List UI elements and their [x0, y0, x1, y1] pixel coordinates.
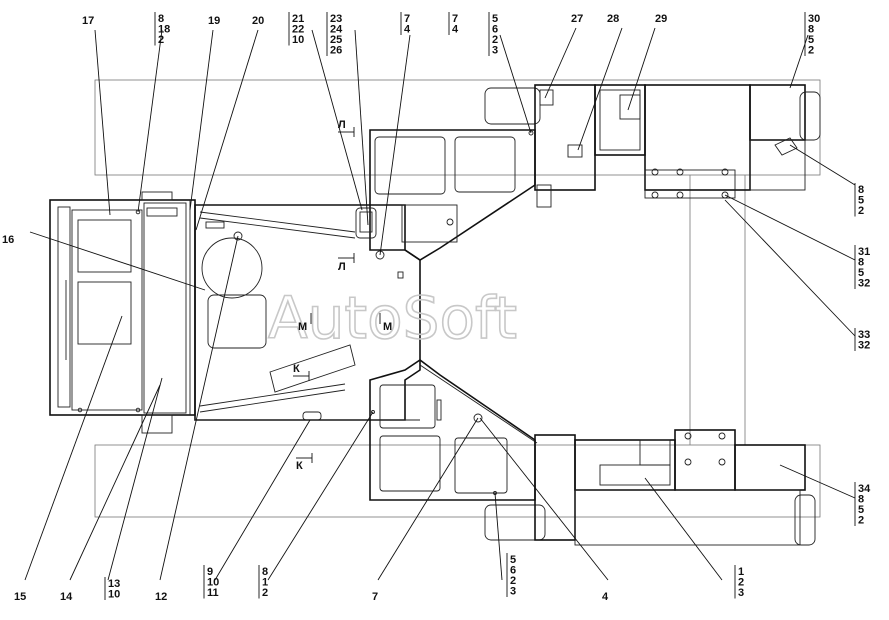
upper-body: [355, 129, 536, 261]
top-right-equipment: [484, 84, 821, 208]
view-mark-k-left: К: [293, 363, 300, 375]
callout-stack-entry: 8: [858, 257, 864, 269]
callout-stack-entry: 24: [330, 24, 343, 36]
cab: [49, 191, 196, 434]
callout-stack-entry: 26: [330, 45, 342, 57]
callout-12: 12: [155, 591, 167, 603]
watermark: AutoSoft: [268, 284, 517, 352]
callout-stack-entry: 5: [492, 13, 498, 25]
callout-stack-entry: 13: [108, 578, 120, 590]
callout-stack-entry: 5: [808, 34, 814, 46]
callout-stack-entry: 5: [858, 267, 864, 279]
callout-stack-entry: 31: [858, 246, 870, 258]
callout-28: 28: [607, 13, 619, 25]
stacked-callouts: 8182212210232425267474562330852852318532…: [104, 12, 871, 601]
callout-15: 15: [14, 591, 26, 603]
callout-stack-entry: 10: [292, 34, 304, 46]
callout-stack-entry: 3: [492, 45, 498, 57]
callout-stack-entry: 3: [510, 586, 516, 598]
callout-7: 7: [372, 591, 378, 603]
callout-stack-entry: 8: [808, 24, 814, 36]
callout-stack-entry: 21: [292, 13, 304, 25]
callout-stack-entry: 7: [452, 13, 458, 25]
callout-stack-entry: 32: [858, 340, 870, 352]
callout-stack-entry: 2: [858, 205, 864, 217]
lower-body: [369, 359, 538, 501]
callout-stack-entry: 2: [158, 34, 164, 46]
callout-stack-entry: 1: [262, 577, 268, 589]
central-frame: [194, 204, 421, 421]
callout-19: 19: [208, 15, 220, 27]
callout-stack-entry: 6: [510, 565, 516, 577]
callout-stack-entry: 8: [858, 494, 864, 506]
callout-stack-entry: 2: [808, 45, 814, 57]
callout-29: 29: [655, 13, 667, 25]
callout-stack-entry: 25: [330, 34, 342, 46]
leader-lines: [24, 27, 856, 581]
callout-stack-entry: 18: [158, 24, 170, 36]
view-marks: Л Л М М К К: [293, 119, 392, 472]
callout-stack-entry: 33: [858, 329, 870, 341]
view-mark-l-top: Л: [338, 119, 346, 131]
callout-stack-entry: 10: [207, 577, 219, 589]
callout-stack-entry: 2: [262, 587, 268, 599]
view-mark-l-mid: Л: [338, 261, 346, 273]
callout-stack-entry: 5: [510, 554, 516, 566]
callout-labels: 17 19 20 27 28 29 16 15 14 12 7 4: [2, 13, 667, 603]
callout-stack-entry: 32: [858, 278, 870, 290]
callout-27: 27: [571, 13, 583, 25]
callout-stack-s-8-5-2: 852: [854, 183, 864, 217]
callout-stack-entry: 10: [108, 589, 120, 601]
callout-20: 20: [252, 15, 264, 27]
view-mark-k-bottom: К: [296, 460, 303, 472]
callout-stack-entry: 34: [858, 483, 871, 495]
callout-stack-entry: 8: [158, 13, 164, 25]
callout-stack-entry: 23: [330, 13, 342, 25]
callout-16: 16: [2, 234, 14, 246]
callout-stack-entry: 1: [738, 566, 744, 578]
callout-stack-s-8-1-2: 812: [258, 565, 268, 599]
callout-stack-entry: 8: [262, 566, 268, 578]
callout-stack-entry: 3: [738, 587, 744, 599]
callout-stack-entry: 11: [207, 587, 219, 599]
callout-14: 14: [60, 591, 73, 603]
callout-stack-s-7-4-b: 74: [448, 12, 459, 36]
callout-stack-entry: 2: [510, 575, 516, 587]
callout-stack-entry: 5: [858, 504, 864, 516]
view-mark-m-left: М: [298, 321, 307, 333]
callout-stack-entry: 2: [858, 515, 864, 527]
callout-stack-entry: 4: [404, 24, 411, 36]
callout-stack-entry: 7: [404, 13, 410, 25]
callout-stack-s-1-2-3: 123: [734, 565, 744, 599]
callout-stack-entry: 9: [207, 566, 213, 578]
callout-stack-entry: 4: [452, 24, 459, 36]
view-mark-m-right: М: [383, 321, 392, 333]
callout-stack-entry: 22: [292, 24, 304, 36]
callout-4: 4: [602, 591, 609, 603]
callout-stack-entry: 5: [858, 195, 864, 207]
callout-stack-entry: 2: [738, 577, 744, 589]
callout-stack-entry: 8: [858, 184, 864, 196]
callout-stack-s-7-4-a: 74: [400, 12, 411, 36]
callout-17: 17: [82, 15, 94, 27]
callout-stack-entry: 30: [808, 13, 820, 25]
bottom-right-equipment: [484, 429, 816, 546]
callout-stack-entry: 6: [492, 24, 498, 36]
callout-stack-entry: 2: [492, 34, 498, 46]
